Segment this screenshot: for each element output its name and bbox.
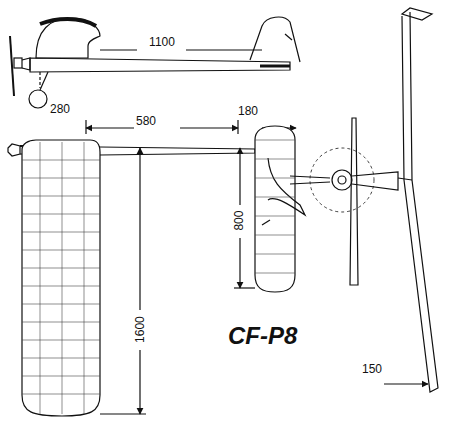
wing-spar [62, 142, 63, 414]
wing-rib [22, 268, 100, 269]
dimension-label: 1600 [133, 315, 146, 346]
dimension-label: 580 [134, 115, 158, 128]
wing-rib [22, 322, 100, 323]
wing-rib [22, 178, 100, 179]
stab-rib [255, 254, 295, 255]
stab-rib [255, 273, 295, 274]
dimension-label: 1100 [147, 36, 177, 49]
wing-rib [22, 358, 100, 359]
wing-rib [22, 394, 100, 395]
stab-rib [255, 197, 295, 198]
dimension-label: 800 [233, 209, 246, 233]
dimension-label: 180 [236, 105, 260, 118]
dimension-label: 280 [48, 103, 72, 116]
wing-rib [22, 340, 100, 341]
side-view [10, 17, 300, 134]
stab-rib [255, 159, 295, 160]
wing-rib [22, 160, 100, 161]
wing-rib [22, 250, 100, 251]
stab-rib [255, 178, 295, 179]
front-view [290, 8, 438, 392]
wing-rib [22, 304, 100, 305]
stab-rib [255, 235, 295, 236]
stab-rib [255, 140, 295, 141]
wing-rib [22, 214, 100, 215]
wing-rib [22, 286, 100, 287]
wing-rib [22, 232, 100, 233]
wing-spar [40, 142, 41, 414]
wing-rib [22, 376, 100, 377]
model-title: CF-P8 [228, 322, 297, 350]
stab-rib [255, 216, 295, 217]
wing-rib [22, 196, 100, 197]
wing-spar [84, 142, 85, 414]
dimension-label: 150 [360, 363, 384, 376]
top-view [8, 126, 305, 416]
